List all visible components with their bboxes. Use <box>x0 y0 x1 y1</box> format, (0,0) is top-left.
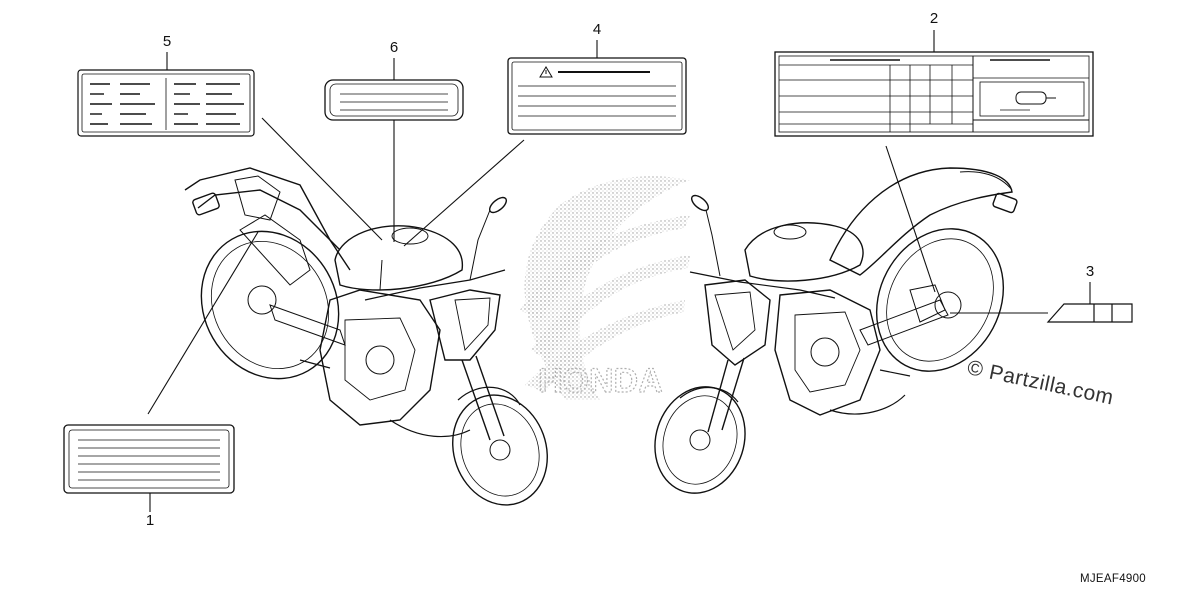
diagram-code: MJEAF4900 <box>1080 573 1146 585</box>
leader-1-to-bike <box>147 231 259 415</box>
callout-number-3: 3 <box>1085 263 1095 280</box>
label-3-small-tag <box>1046 303 1133 323</box>
callout-number-2: 2 <box>929 10 939 27</box>
callout-number-1: 1 <box>145 512 155 529</box>
rear-wheel-left <box>200 230 340 380</box>
callout-number-4: 4 <box>592 21 602 38</box>
warning-triangle-icon <box>539 66 553 78</box>
label-6-rounded-label <box>324 79 464 121</box>
callout-number-6: 6 <box>389 39 399 56</box>
callout-number-5: 5 <box>162 33 172 50</box>
motorcycle-left-view <box>184 167 548 506</box>
leader-4 <box>403 139 525 247</box>
leader-lines <box>147 30 1091 512</box>
honda-wing-background: HONDA <box>520 176 690 401</box>
leader-2 <box>885 145 936 293</box>
front-wheel-left <box>452 394 548 506</box>
label-2-info-table <box>774 51 1094 137</box>
label-5-emission-info <box>77 69 255 137</box>
honda-logo-text: HONDA <box>538 362 663 400</box>
motorcycle-right-view <box>654 167 1018 494</box>
leader-5 <box>261 117 383 241</box>
rear-wheel-right <box>875 228 1005 372</box>
label-4-warning-label <box>507 57 687 135</box>
label-1-info-label <box>63 424 235 494</box>
